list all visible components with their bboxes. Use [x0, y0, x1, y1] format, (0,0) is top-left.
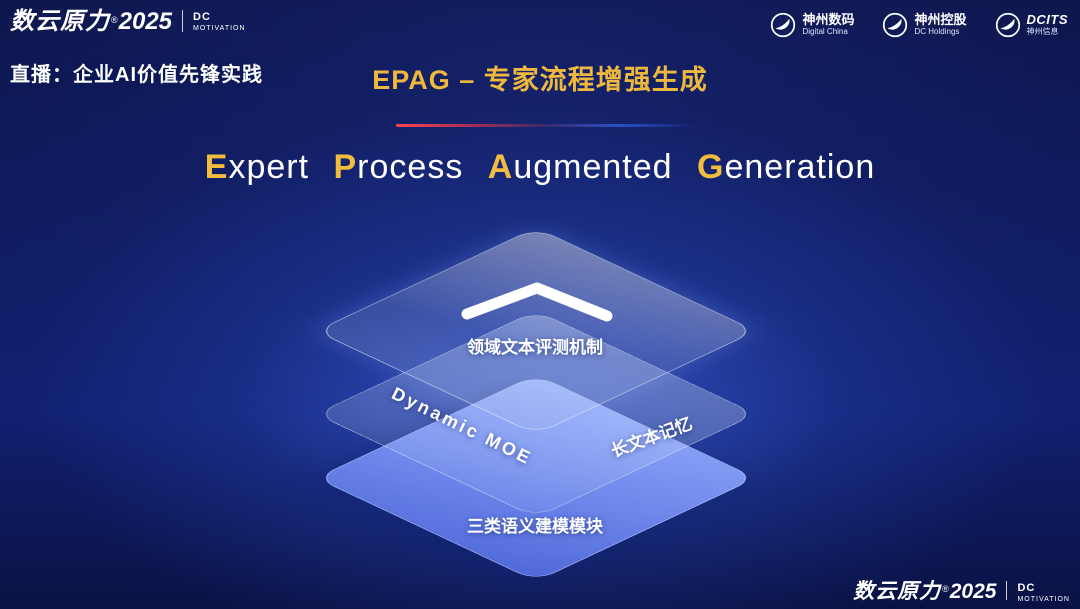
brand-divider — [182, 10, 184, 32]
bottom-layer-label: 三类语义建模模块 — [467, 517, 603, 536]
dcits-swoosh-icon — [995, 12, 1020, 38]
digital-china-logo: 神州数码 Digital China — [770, 12, 854, 38]
brand-logo-bottom-right: 数云原力®2025 DC MOTIVATION — [853, 581, 1070, 603]
brand-subtext: DC MOTIVATION — [193, 11, 246, 33]
registered-mark: ® — [111, 14, 118, 25]
dc-holdings-logo: 神州控股 DC Holdings — [882, 12, 967, 38]
partner-text: 神州数码 Digital China — [802, 12, 855, 36]
brand-divider — [1006, 581, 1008, 600]
heading-word: Process — [333, 148, 464, 186]
page-title: EPAG – 专家流程增强生成 — [372, 65, 708, 95]
digital-china-swoosh-icon — [771, 12, 796, 38]
partner-text: DCITS 神州信息 — [1026, 12, 1068, 36]
chevron-up-icon — [461, 282, 613, 322]
brand-logo-top-left: 数云原力®2025 DC MOTIVATION — [10, 10, 246, 34]
heading-word: Generation — [697, 148, 876, 186]
partner-text: 神州控股 DC Holdings — [914, 12, 967, 36]
brand-name: 数云原力®2025 — [853, 580, 997, 603]
partner-logos: 神州数码 Digital China 神州控股 DC Holdings DCIT… — [770, 12, 1068, 38]
top-layer-label: 领域文本评测机制 — [467, 338, 603, 357]
heading-word: Augmented — [487, 148, 673, 186]
brand-name: 数云原力®2025 — [10, 8, 173, 35]
heading-word: Expert — [204, 148, 310, 186]
registered-mark: ® — [942, 583, 949, 594]
title-underline — [396, 124, 696, 127]
dcits-logo: DCITS 神州信息 — [995, 12, 1069, 38]
brand-subtext: DC MOTIVATION — [1017, 582, 1070, 604]
live-subtitle: 直播：企业AI价值先锋实践 — [10, 64, 263, 86]
main-heading: Expert Process Augmented Generation — [0, 148, 1080, 187]
dc-holdings-swoosh-icon — [883, 12, 908, 38]
